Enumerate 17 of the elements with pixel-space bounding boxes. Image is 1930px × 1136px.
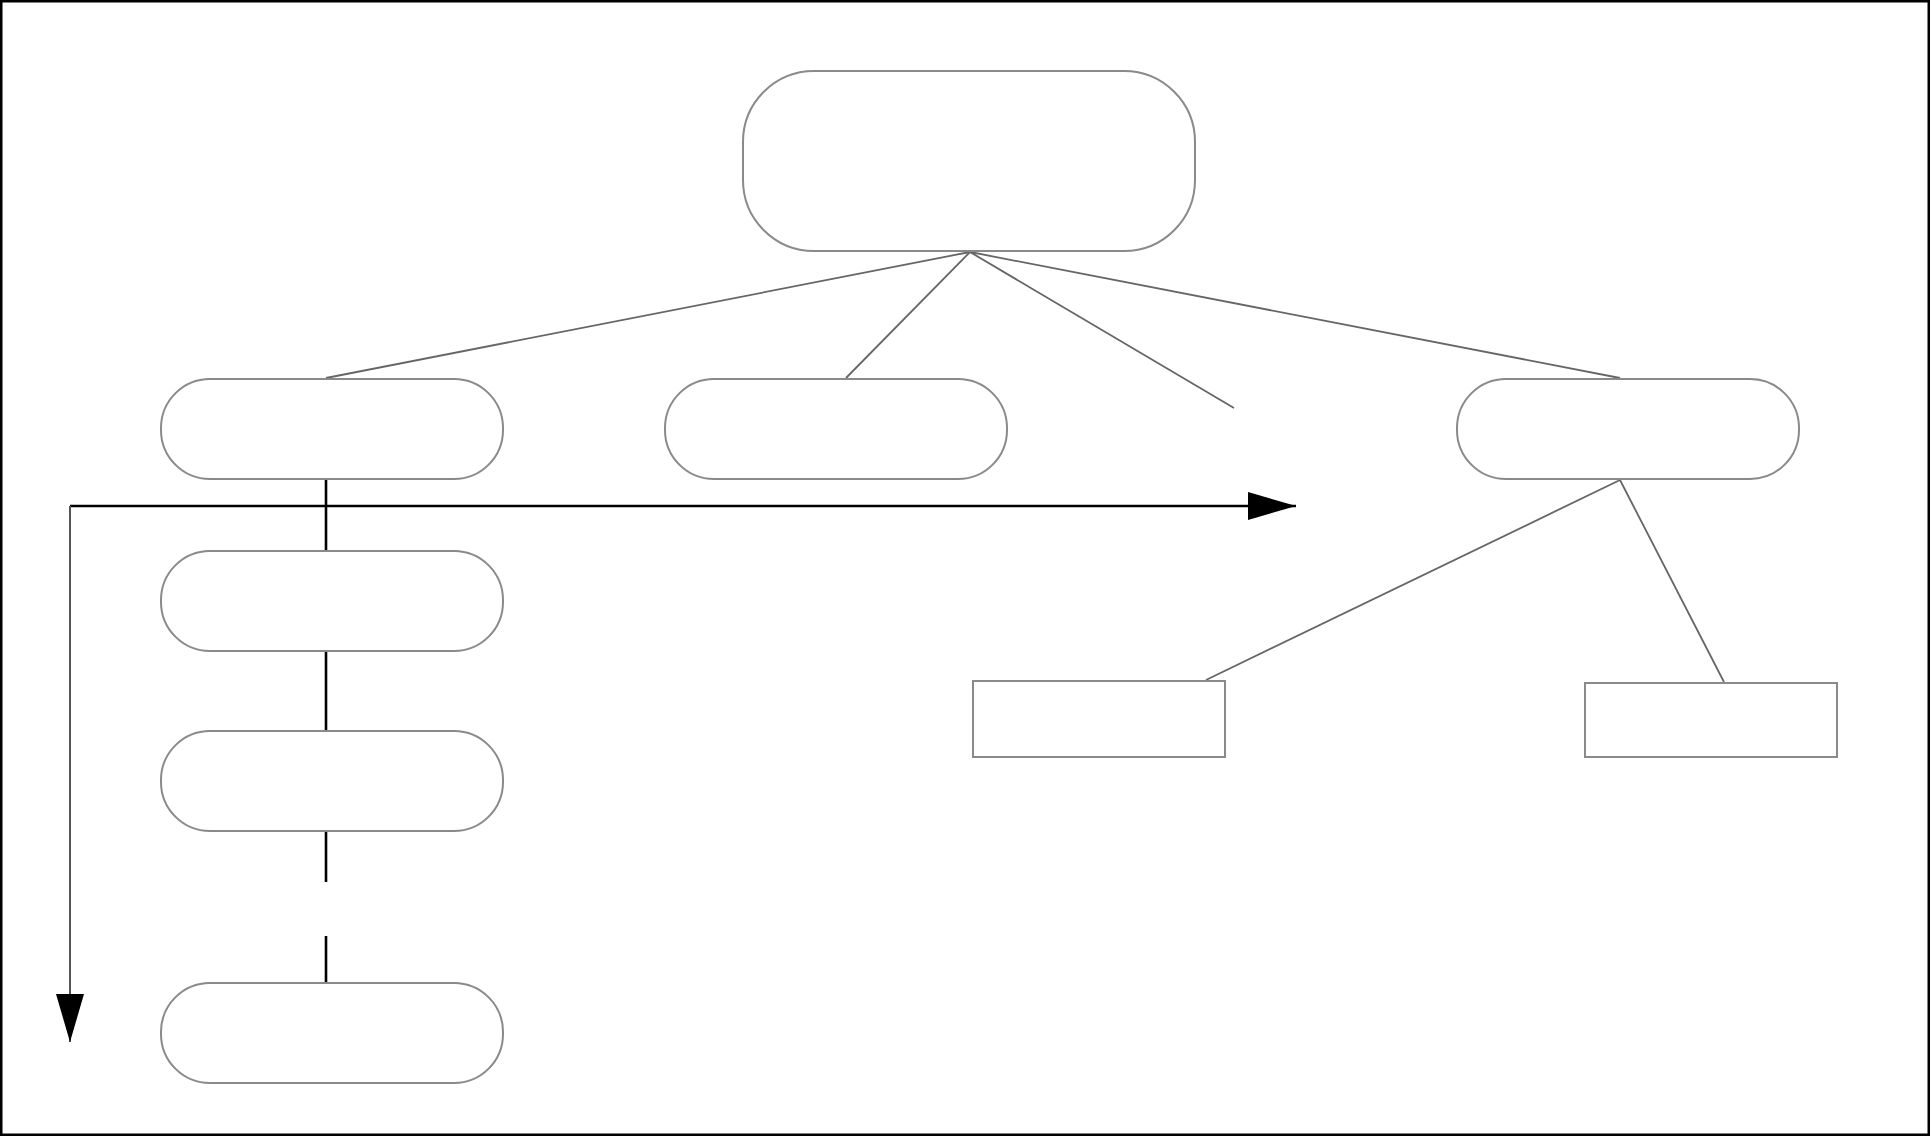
rounded-box bbox=[160, 550, 504, 652]
rounded-box bbox=[742, 70, 1196, 252]
rounded-box bbox=[160, 982, 504, 1084]
connector-line bbox=[1205, 479, 1621, 681]
connector-line bbox=[324, 652, 328, 730]
connector-line bbox=[324, 480, 328, 550]
connector-line bbox=[845, 251, 971, 379]
rounded-box bbox=[160, 378, 504, 480]
rounded-box bbox=[160, 730, 504, 832]
rectangle-box bbox=[972, 680, 1226, 758]
connector-line bbox=[1619, 479, 1725, 683]
rounded-box bbox=[664, 378, 1008, 480]
connector-line bbox=[969, 251, 1621, 379]
connector-line bbox=[969, 251, 1235, 409]
connector-line bbox=[325, 251, 971, 379]
rectangle-box bbox=[1584, 682, 1838, 758]
rounded-box bbox=[1456, 378, 1800, 480]
